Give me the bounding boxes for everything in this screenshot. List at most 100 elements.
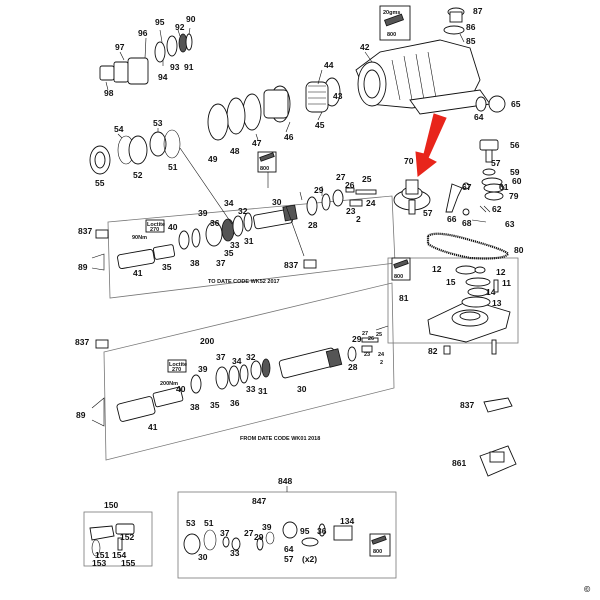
tag-837-early — [91, 229, 317, 271]
svg-text:46: 46 — [284, 132, 294, 142]
svg-text:57: 57 — [491, 158, 501, 168]
svg-text:200: 200 — [200, 336, 214, 346]
svg-text:30: 30 — [198, 552, 208, 562]
svg-text:153: 153 — [92, 558, 106, 568]
svg-text:63: 63 — [505, 219, 515, 229]
late-shaft — [116, 325, 389, 422]
svg-text:151: 151 — [95, 550, 109, 560]
svg-text:66: 66 — [447, 214, 457, 224]
svg-text:32: 32 — [238, 206, 248, 216]
svg-text:29: 29 — [352, 334, 362, 344]
svg-text:23: 23 — [346, 206, 356, 216]
svg-text:39: 39 — [262, 522, 272, 532]
svg-text:13: 13 — [492, 298, 502, 308]
svg-text:56: 56 — [510, 140, 520, 150]
svg-text:Loctite: Loctite — [169, 362, 187, 368]
svg-text:89: 89 — [78, 262, 88, 272]
svg-text:96: 96 — [138, 28, 148, 38]
svg-text:34: 34 — [224, 198, 234, 208]
svg-text:28: 28 — [348, 362, 358, 372]
svg-text:27: 27 — [362, 331, 368, 337]
svg-text:95: 95 — [155, 17, 165, 27]
svg-text:270: 270 — [150, 227, 159, 233]
svg-text:800: 800 — [394, 274, 403, 280]
svg-text:155: 155 — [121, 558, 135, 568]
svg-text:24: 24 — [378, 352, 385, 358]
svg-text:80: 80 — [514, 245, 524, 255]
svg-text:90Nm: 90Nm — [132, 235, 147, 241]
svg-text:270: 270 — [172, 367, 181, 373]
svg-text:82: 82 — [428, 346, 438, 356]
svg-text:29: 29 — [314, 185, 324, 195]
svg-text:38: 38 — [190, 402, 200, 412]
svg-text:35: 35 — [162, 262, 172, 272]
svg-text:800: 800 — [387, 32, 396, 38]
svg-text:59: 59 — [510, 167, 520, 177]
svg-text:150: 150 — [104, 500, 118, 510]
svg-text:32: 32 — [246, 352, 256, 362]
svg-text:86: 86 — [466, 22, 476, 32]
parts-150 — [89, 523, 135, 557]
svg-text:152: 152 — [120, 532, 134, 542]
indicator-arrow — [415, 113, 447, 177]
kit-848-parts: 800 — [183, 521, 391, 557]
svg-text:57: 57 — [423, 208, 433, 218]
svg-text:47: 47 — [252, 138, 262, 148]
svg-text:45: 45 — [315, 120, 325, 130]
svg-text:25: 25 — [362, 174, 372, 184]
svg-text:15: 15 — [446, 277, 456, 287]
svg-text:14: 14 — [486, 287, 496, 297]
svg-text:800: 800 — [260, 166, 269, 172]
svg-text:37: 37 — [216, 352, 226, 362]
grease-tube-plate: 800 — [391, 257, 411, 281]
svg-text:154: 154 — [112, 550, 126, 560]
svg-text:42: 42 — [360, 42, 370, 52]
svg-text:38: 38 — [190, 258, 200, 268]
svg-text:51: 51 — [168, 162, 178, 172]
svg-text:54: 54 — [114, 124, 124, 134]
gear-row — [207, 69, 341, 141]
svg-text:60: 60 — [512, 176, 522, 186]
gear-housing — [355, 7, 506, 115]
belt-ring — [426, 232, 510, 260]
svg-text:37: 37 — [220, 528, 230, 538]
svg-text:57: 57 — [284, 554, 294, 564]
svg-text:43: 43 — [333, 91, 343, 101]
svg-text:65: 65 — [511, 99, 521, 109]
svg-text:33: 33 — [246, 384, 256, 394]
svg-text:27: 27 — [336, 172, 346, 182]
svg-text:44: 44 — [324, 60, 334, 70]
svg-text:837: 837 — [284, 260, 298, 270]
svg-text:61: 61 — [499, 182, 509, 192]
svg-text:25: 25 — [376, 332, 382, 338]
svg-text:41: 41 — [133, 268, 143, 278]
svg-text:40: 40 — [168, 222, 178, 232]
svg-text:53: 53 — [186, 518, 196, 528]
svg-text:70: 70 — [404, 156, 414, 166]
svg-text:847: 847 — [252, 496, 266, 506]
box-150 — [83, 511, 153, 567]
svg-text:64: 64 — [284, 544, 294, 554]
svg-text:55: 55 — [95, 178, 105, 188]
svg-text:35: 35 — [224, 248, 234, 258]
svg-text:FROM DATE CODE WK01 2018: FROM DATE CODE WK01 2018 — [240, 436, 320, 442]
svg-text:27: 27 — [244, 528, 254, 538]
svg-text:68: 68 — [462, 218, 472, 228]
svg-text:37: 37 — [216, 258, 226, 268]
svg-text:97: 97 — [115, 42, 125, 52]
main-gear — [393, 179, 431, 215]
svg-text:837: 837 — [78, 226, 92, 236]
loctite-early: Loctite 270 90Nm — [132, 219, 165, 241]
svg-text:29: 29 — [254, 532, 264, 542]
svg-text:12: 12 — [496, 267, 506, 277]
svg-text:837: 837 — [75, 337, 89, 347]
svg-text:30: 30 — [297, 384, 307, 394]
svg-text:33: 33 — [230, 240, 240, 250]
svg-text:837: 837 — [460, 400, 474, 410]
tool-861 — [479, 445, 517, 477]
svg-text:36: 36 — [230, 398, 240, 408]
late-assembly-box — [103, 282, 395, 461]
svg-text:34: 34 — [232, 356, 242, 366]
svg-text:861: 861 — [452, 458, 466, 468]
svg-text:Loctite: Loctite — [147, 222, 165, 228]
